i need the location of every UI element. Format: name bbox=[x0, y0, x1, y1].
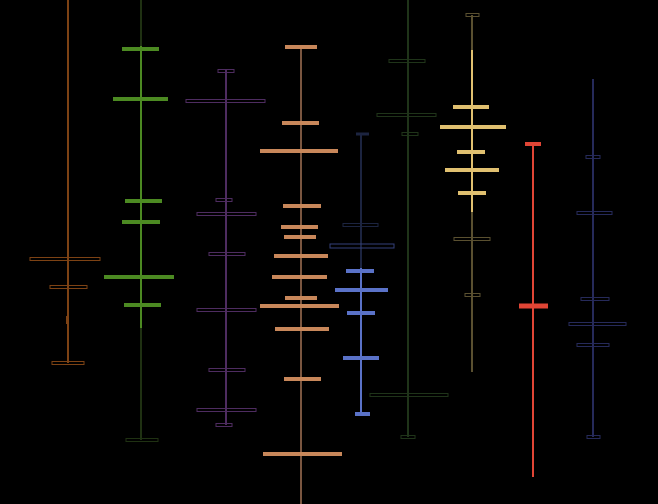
filled-bar bbox=[284, 235, 316, 239]
outlined-bar bbox=[208, 252, 246, 256]
outlined-bar bbox=[208, 368, 246, 372]
filled-bar bbox=[104, 275, 174, 279]
outlined-bar bbox=[585, 155, 601, 159]
filled-bar bbox=[457, 150, 485, 154]
outlined-bar bbox=[400, 435, 416, 439]
outlined-bar bbox=[464, 293, 481, 297]
outlined-bar bbox=[217, 69, 235, 73]
outlined-bar bbox=[388, 59, 426, 63]
filled-bar bbox=[275, 327, 329, 331]
filled-bar bbox=[113, 97, 168, 101]
outlined-bar bbox=[342, 223, 379, 227]
filled-bar bbox=[122, 220, 160, 224]
outlined-bar bbox=[376, 113, 437, 117]
outlined-bar bbox=[580, 297, 610, 301]
filled-bar bbox=[458, 191, 486, 195]
outlined-bar bbox=[586, 435, 601, 439]
filled-bar bbox=[347, 311, 375, 315]
filled-bar bbox=[356, 132, 369, 136]
filled-bar bbox=[282, 121, 319, 125]
filled-bar bbox=[284, 377, 321, 381]
outlined-bar bbox=[49, 285, 88, 289]
outlined-bar bbox=[196, 212, 257, 216]
filled-bar bbox=[346, 269, 374, 273]
filled-bar bbox=[525, 142, 541, 146]
filled-bar bbox=[355, 412, 370, 416]
filled-bar bbox=[122, 47, 159, 51]
filled-bar bbox=[260, 304, 339, 308]
filled-bar bbox=[440, 125, 506, 129]
filled-bar bbox=[285, 45, 317, 49]
filled-bar bbox=[274, 254, 328, 258]
outlined-bar bbox=[369, 393, 449, 397]
outlined-bar bbox=[453, 237, 491, 241]
outlined-bar bbox=[51, 361, 85, 365]
outlined-bar bbox=[215, 198, 233, 202]
filled-bar bbox=[260, 149, 338, 153]
filled-bar bbox=[283, 204, 321, 208]
filled-bar bbox=[281, 225, 318, 229]
filled-bar bbox=[272, 275, 327, 279]
filled-bar bbox=[445, 168, 499, 172]
outlined-bar bbox=[196, 308, 257, 312]
filled-bar bbox=[335, 288, 388, 292]
filled-bar bbox=[263, 452, 342, 456]
filled-bar bbox=[124, 303, 161, 307]
filled-bar bbox=[453, 105, 489, 109]
outlined-bar bbox=[401, 132, 419, 136]
outlined-bar bbox=[215, 423, 233, 427]
outlined-bar bbox=[196, 408, 257, 412]
outlined-bar bbox=[465, 13, 480, 17]
outlined-bar bbox=[185, 99, 266, 103]
outlined-bar bbox=[329, 243, 395, 249]
filled-bar bbox=[343, 356, 379, 360]
outlined-bar bbox=[125, 438, 159, 442]
outlined-bar bbox=[568, 322, 627, 326]
filled-bar bbox=[519, 303, 548, 309]
filled-bar bbox=[285, 296, 317, 300]
filled-bar bbox=[66, 316, 69, 324]
outlined-bar bbox=[576, 343, 610, 347]
outlined-bar bbox=[29, 257, 101, 261]
filled-bar bbox=[125, 199, 162, 203]
outlined-bar bbox=[576, 211, 613, 215]
